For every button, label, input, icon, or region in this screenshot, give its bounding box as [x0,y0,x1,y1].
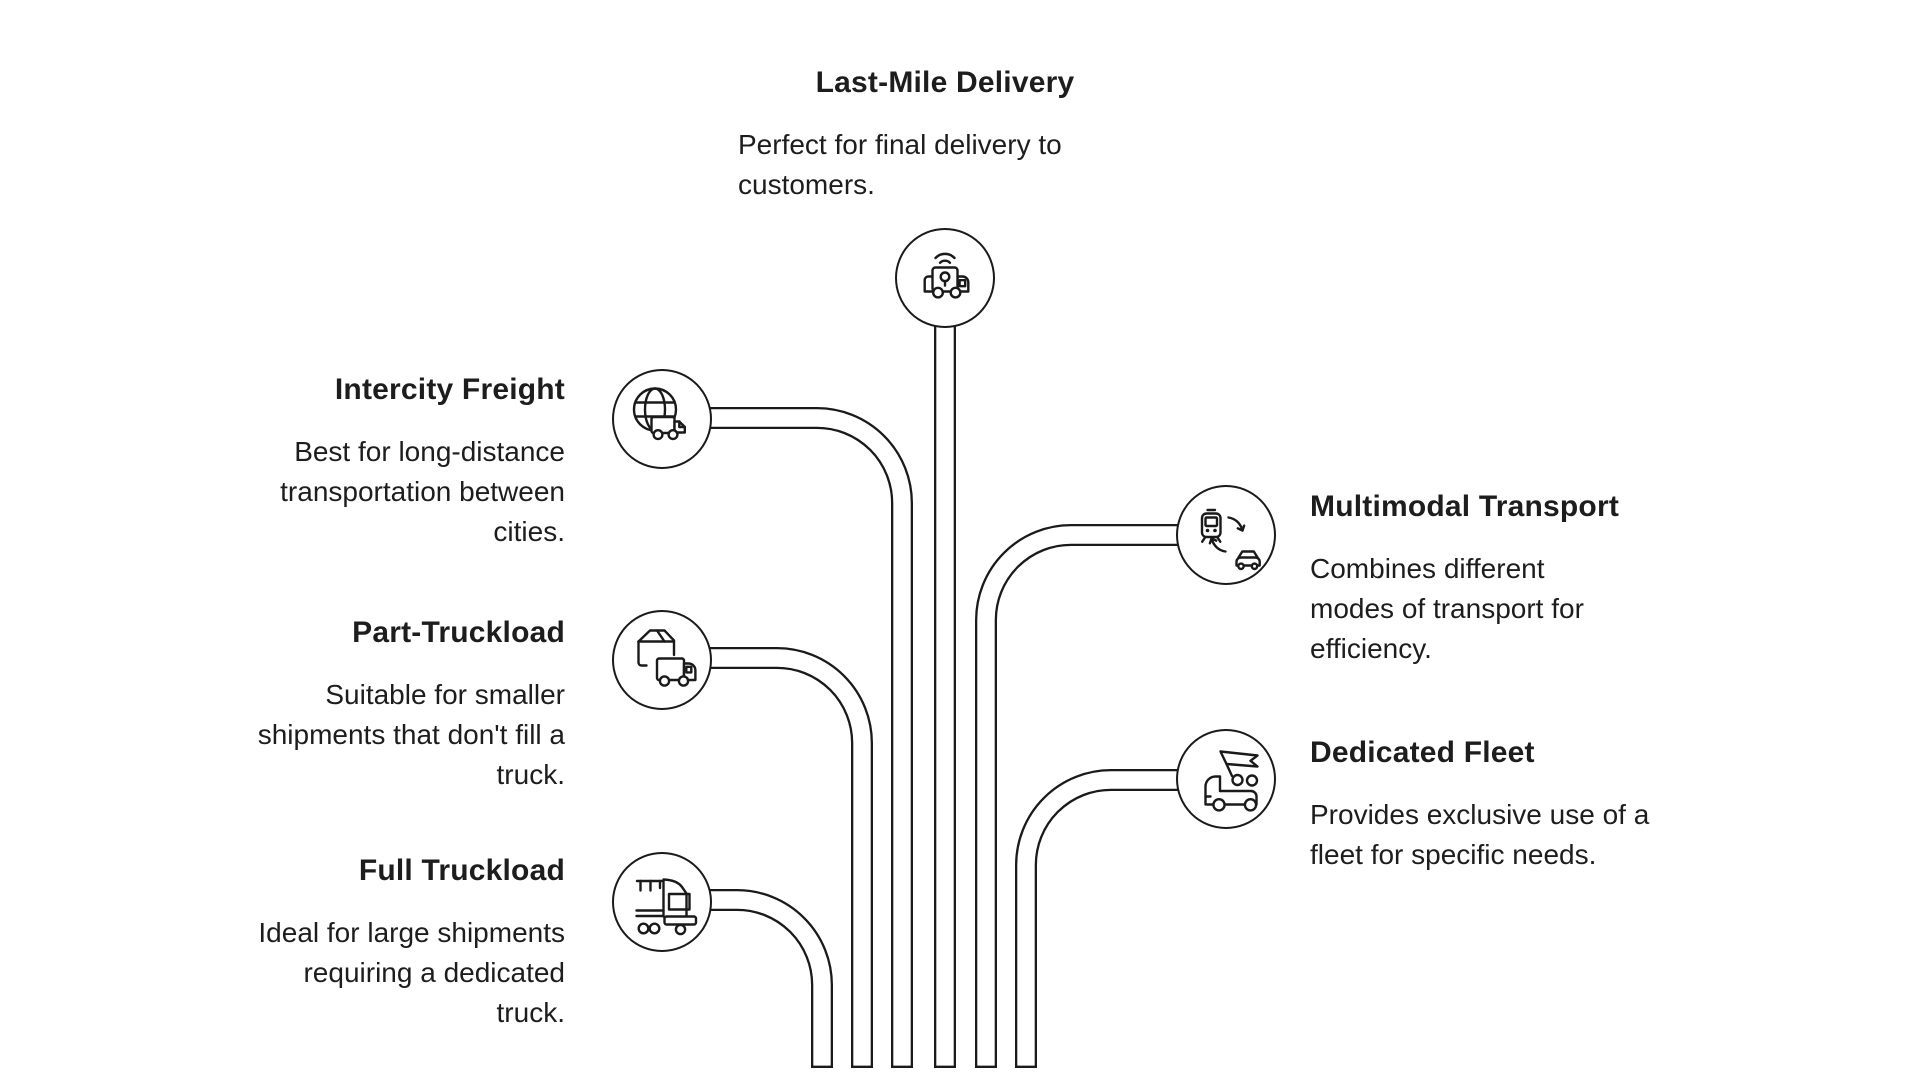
node-icon-dedicated-fleet [1176,729,1276,829]
description-line: shipments that don't fill a [257,719,565,750]
node-text-multimodal-transport: Multimodal Transport Combines different m… [1310,487,1750,669]
description-line: requiring a dedicated [303,957,565,988]
node-description: Suitable for smaller shipments that don't… [135,675,565,795]
connector-inner [977,526,1226,1066]
node-title: Full Truckload [358,854,565,887]
description-line: truck. [496,997,565,1028]
node-title: Dedicated Fleet [1310,736,1535,769]
node-text-intercity-freight: Intercity Freight Best for long-distance… [135,370,565,552]
connector-inner [662,891,831,1066]
description-line: Perfect for final delivery to [738,129,1062,160]
train-car-exchange-icon [1200,508,1261,570]
parcel-truck-icon [636,628,697,687]
description-line: fleet for specific needs. [1310,839,1597,870]
description-line: transportation between [280,476,565,507]
node-description: Best for long-distance transportation bet… [135,432,565,552]
node-title: Part-Truckload [352,616,565,649]
node-description: Provides exclusive use of a fleet for spe… [1310,795,1780,875]
description-line: cities. [493,516,565,547]
semi-truck-icon [634,877,697,935]
description-line: Provides exclusive use of a [1310,799,1650,830]
globe-truck-icon [632,386,686,440]
node-description: Combines different modes of transport for… [1310,549,1750,669]
node-icon-last-mile-delivery [895,228,995,328]
description-line: modes of transport for [1310,593,1584,624]
description-line: efficiency. [1310,633,1432,664]
node-description: Perfect for final delivery to customers. [738,125,1152,205]
node-title: Last-Mile Delivery [815,66,1075,99]
node-icon-full-truckload [612,852,712,952]
node-icon-intercity-freight [612,369,712,469]
description-line: customers. [738,169,875,200]
node-title: Multimodal Transport [1310,490,1620,523]
connector-inner [1017,771,1226,1066]
connector-inner [662,409,911,1066]
node-icon-multimodal-transport [1176,485,1276,585]
node-icon-part-truckload [612,610,712,710]
description-line: truck. [496,759,565,790]
node-text-last-mile-delivery: Last-Mile Delivery Perfect for final del… [738,63,1152,205]
node-description: Ideal for large shipments requiring a ded… [135,913,565,1033]
node-text-dedicated-fleet: Dedicated Fleet Provides exclusive use o… [1310,733,1780,875]
description-line: Ideal for large shipments [258,917,565,948]
connector-inners [662,277,1226,1066]
description-line: Suitable for smaller [325,679,565,710]
node-text-part-truckload: Part-Truckload Suitable for smaller shipm… [135,613,565,795]
description-line: Combines different [1310,553,1545,584]
connector-inner [662,649,871,1066]
smart-delivery-truck-icon [923,252,970,299]
node-title: Intercity Freight [334,373,565,406]
node-text-full-truckload: Full Truckload Ideal for large shipments… [135,851,565,1033]
description-line: Best for long-distance [294,436,565,467]
fleet-truck-flag-icon [1203,749,1259,812]
